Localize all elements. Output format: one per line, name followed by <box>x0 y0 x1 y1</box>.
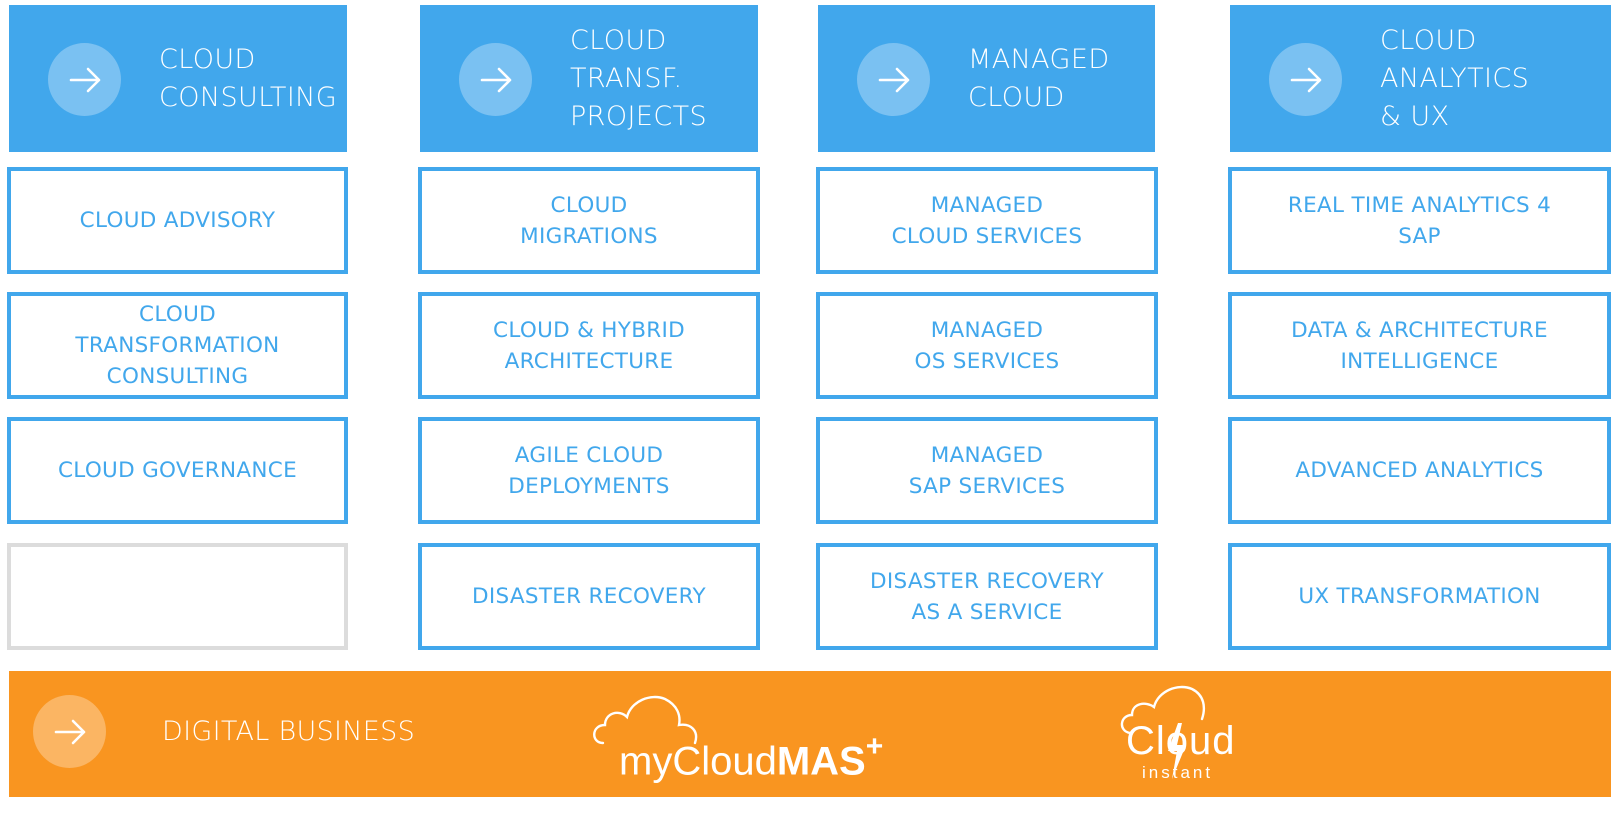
card-ux-transformation[interactable]: UX TRANSFORMATION <box>1228 543 1611 650</box>
header-managed-cloud[interactable]: MANAGED CLOUD <box>818 5 1155 152</box>
cloud-instant-logo[interactable]: Cloud instant <box>1114 679 1314 789</box>
logo-prefix: myCloud <box>619 739 777 784</box>
mycloudmas-logo[interactable]: myCloudMAS+ <box>589 691 909 784</box>
card-cloud-transformation-consulting[interactable]: CLOUD TRANSFORMATION CONSULTING <box>7 292 348 399</box>
header-title: CLOUD CONSULTING <box>159 43 338 113</box>
card-cloud-hybrid-architecture[interactable]: CLOUD & HYBRID ARCHITECTURE <box>418 292 760 399</box>
card-advanced-analytics[interactable]: ADVANCED ANALYTICS <box>1228 417 1611 524</box>
card-cloud-advisory[interactable]: CLOUD ADVISORY <box>7 167 348 274</box>
arrow-right-icon <box>48 43 121 116</box>
card-disaster-recovery-as-a-service[interactable]: DISASTER RECOVERY AS A SERVICE <box>816 543 1158 650</box>
header-cloud-consulting[interactable]: CLOUD CONSULTING <box>9 5 347 152</box>
arrow-right-icon[interactable] <box>33 695 106 768</box>
logo-plus: + <box>865 730 884 763</box>
arrow-right-icon <box>459 43 532 116</box>
cloud-outline-icon <box>1120 685 1206 735</box>
logo-bold: MAS <box>776 739 866 784</box>
header-title: MANAGED CLOUD <box>968 43 1110 113</box>
card-data-architecture-intelligence[interactable]: DATA & ARCHITECTURE INTELLIGENCE <box>1228 292 1611 399</box>
card-managed-os-services[interactable]: MANAGED OS SERVICES <box>816 292 1158 399</box>
card-managed-cloud-services[interactable]: MANAGED CLOUD SERVICES <box>816 167 1158 274</box>
digital-business-link[interactable]: DIGITAL BUSINESS <box>162 716 416 747</box>
logo-sub-text: instant <box>1142 763 1214 782</box>
card-cloud-governance[interactable]: CLOUD GOVERNANCE <box>7 417 348 524</box>
card-cloud-migrations[interactable]: CLOUD MIGRATIONS <box>418 167 760 274</box>
arrow-right-icon <box>857 43 930 116</box>
card-agile-cloud-deployments[interactable]: AGILE CLOUD DEPLOYMENTS <box>418 417 760 524</box>
arrow-right-icon <box>1269 43 1342 116</box>
footer-digital-business: DIGITAL BUSINESS myCloudMAS+ Cloud insta… <box>9 671 1611 797</box>
header-cloud-transf-projects[interactable]: CLOUD TRANSF. PROJECTS <box>420 5 758 152</box>
lightning-bolt-icon <box>1168 723 1186 779</box>
header-title: CLOUD TRANSF. PROJECTS <box>570 24 708 132</box>
cloud-outline-icon <box>593 695 698 745</box>
card-empty-placeholder <box>7 543 348 650</box>
card-managed-sap-services[interactable]: MANAGED SAP SERVICES <box>816 417 1158 524</box>
header-cloud-analytics-ux[interactable]: CLOUD ANALYTICS & UX <box>1230 5 1611 152</box>
header-title: CLOUD ANALYTICS & UX <box>1380 24 1530 132</box>
card-real-time-analytics-sap[interactable]: REAL TIME ANALYTICS 4 SAP <box>1228 167 1611 274</box>
card-disaster-recovery[interactable]: DISASTER RECOVERY <box>418 543 760 650</box>
